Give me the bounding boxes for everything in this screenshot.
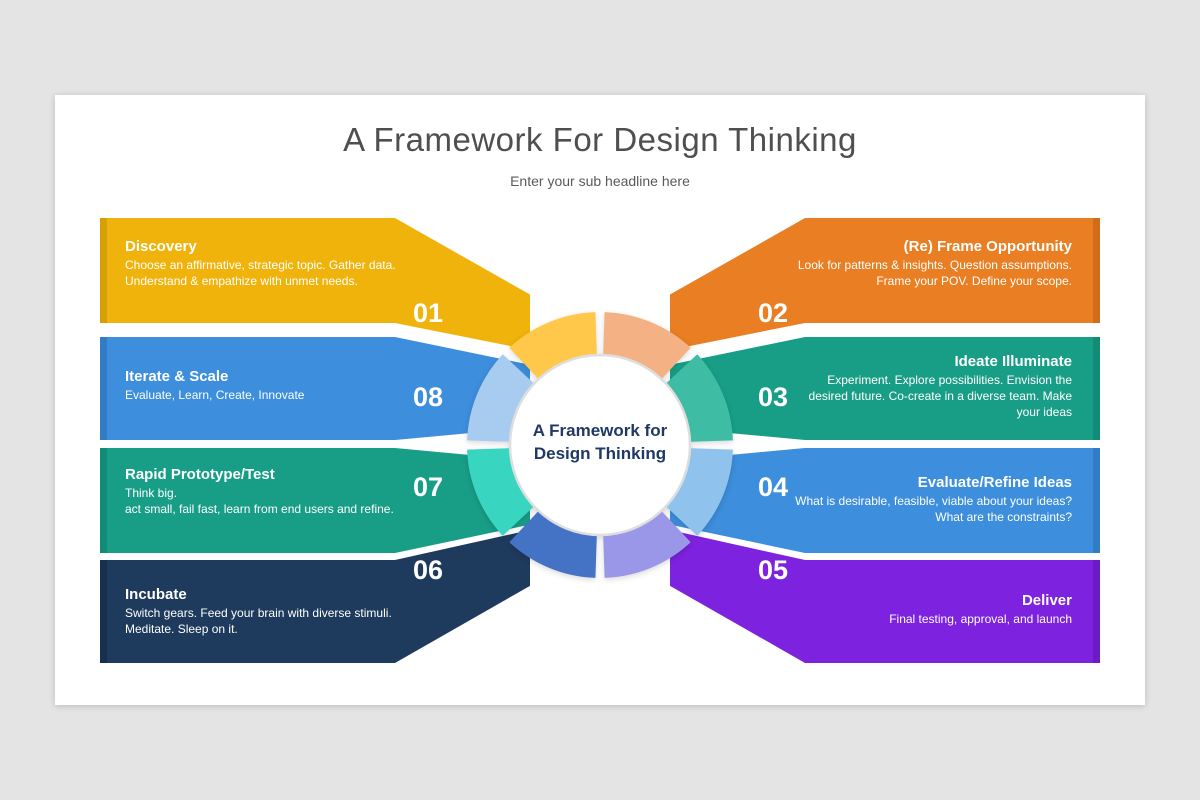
step-number: 08 — [412, 382, 444, 412]
step-block-iterate-scale: Iterate & Scale Evaluate, Learn, Create,… — [100, 337, 530, 440]
step-number: 07 — [412, 472, 444, 502]
donut-center-circle — [508, 353, 692, 537]
step-description: Switch gears. Feed your brain with diver… — [125, 606, 392, 636]
donut-segment-top-left — [509, 312, 597, 381]
accent-stripe — [1093, 560, 1100, 663]
step-block-rapid-prototype: Rapid Prototype/Test Think big. act smal… — [100, 448, 530, 553]
donut-segment-top-right — [603, 312, 691, 381]
step-block-evaluate-refine: Evaluate/Refine Ideas What is desirable,… — [670, 448, 1100, 553]
accent-stripe — [1093, 218, 1100, 323]
donut-segment-bottom-right — [603, 509, 691, 578]
step-number: 05 — [757, 555, 789, 585]
slide-title: A Framework For Design Thinking — [343, 121, 857, 158]
donut-segment-bottom-left — [509, 509, 597, 578]
step-number: 02 — [757, 298, 789, 328]
step-title: Incubate — [125, 586, 187, 603]
step-number: 01 — [412, 298, 444, 328]
center-label: A Framework for Design Thinking — [510, 420, 690, 466]
step-description: Evaluate, Learn, Create, Innovate — [125, 388, 305, 402]
accent-stripe — [100, 337, 107, 440]
step-title: Discovery — [125, 238, 197, 255]
step-title: (Re) Frame Opportunity — [903, 238, 1072, 255]
step-description: What is desirable, feasible, viable abou… — [795, 494, 1072, 524]
accent-stripe — [100, 560, 107, 663]
donut-ring — [467, 312, 733, 578]
step-description: Choose an affirmative, strategic topic. … — [125, 258, 396, 288]
step-number: 03 — [757, 382, 789, 412]
accent-stripe — [100, 448, 107, 553]
donut-segment-right-upper — [664, 354, 733, 442]
center-label-line2: Design Thinking — [533, 443, 667, 463]
slide-subtitle: Enter your sub headline here — [510, 173, 690, 189]
step-number: 06 — [412, 555, 444, 585]
step-description: Experiment. Explore possibilities. Envis… — [808, 373, 1072, 419]
step-description: Final testing, approval, and launch — [889, 612, 1072, 626]
accent-stripe — [1093, 337, 1100, 440]
step-title: Deliver — [1021, 592, 1072, 609]
step-title: Evaluate/Refine Ideas — [917, 474, 1072, 491]
step-description: Look for patterns & insights. Question a… — [797, 258, 1072, 288]
step-title: Ideate Illuminate — [954, 353, 1072, 370]
step-number: 04 — [757, 472, 789, 502]
donut-segment-left-upper — [467, 354, 536, 442]
step-title: Iterate & Scale — [125, 368, 229, 385]
step-block-ideate-illuminate: Ideate Illuminate Experiment. Explore po… — [670, 337, 1100, 440]
step-description: Think big. act small, fail fast, learn f… — [125, 486, 394, 516]
donut-segment-right-lower — [664, 448, 733, 536]
center-label-line1: A Framework for — [532, 421, 668, 440]
donut-segment-left-lower — [467, 448, 536, 536]
step-title: Rapid Prototype/Test — [125, 466, 275, 483]
accent-stripe — [100, 218, 107, 323]
slide-canvas: A Framework For Design Thinking Enter yo… — [55, 95, 1145, 705]
accent-stripe — [1093, 448, 1100, 553]
